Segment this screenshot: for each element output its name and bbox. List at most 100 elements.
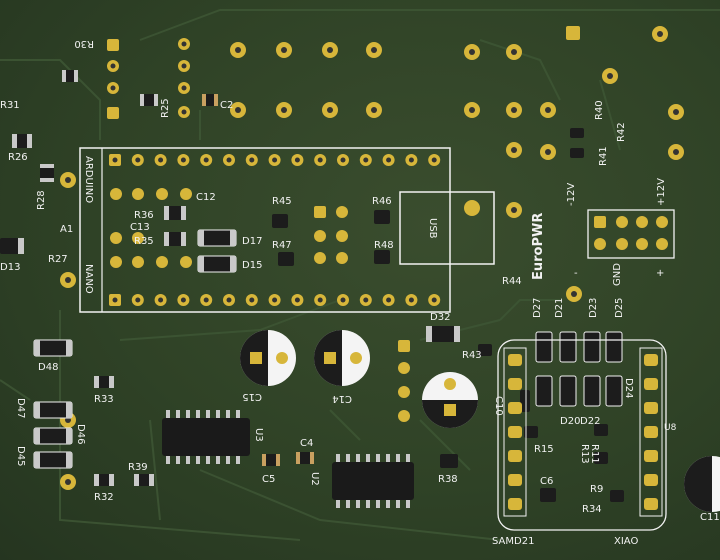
label-r41: R41 [598, 146, 609, 166]
label-d24: D24 [623, 378, 634, 398]
label-r33: R33 [94, 394, 114, 405]
center-right-parts [398, 326, 492, 468]
label-usb: USB [427, 218, 438, 239]
header-pin-hole [363, 297, 369, 303]
header-pin-hole [112, 297, 118, 303]
header-pin-hole [180, 157, 186, 163]
label-c10: C10 [493, 396, 504, 416]
label-r25: R25 [160, 98, 171, 118]
header-pin-hole [112, 157, 118, 163]
label-r13: R13 [579, 444, 590, 464]
label-d32: D32 [430, 312, 450, 323]
label-samd21: SAMD21 [492, 536, 534, 547]
arduino-nano-footprint [79, 147, 495, 313]
label-c2: C2 [220, 100, 233, 111]
label-arduino: ARDUINO [83, 156, 94, 203]
header-pin-hole [272, 157, 278, 163]
header-pin-hole [386, 157, 392, 163]
smd-parts-left [0, 70, 218, 254]
label-r26: R26 [8, 152, 28, 163]
label-plus12v: +12V [656, 178, 667, 206]
label-d27: D27 [532, 298, 543, 318]
header-pin-hole [272, 297, 278, 303]
label-r47: R47 [272, 240, 292, 251]
diodes-left [33, 339, 154, 486]
label-minus: - [574, 268, 578, 279]
header-pin-hole [158, 297, 164, 303]
xiao-module [497, 339, 667, 531]
label-gnd: GND [612, 263, 623, 286]
label-r27: R27 [48, 254, 68, 265]
arduino-header-top [109, 154, 441, 166]
europwr-header [570, 128, 675, 259]
header-pin-hole [294, 297, 300, 303]
label-d46: D46 [75, 424, 86, 444]
label-r36: R36 [134, 210, 154, 221]
header-pin-hole [203, 297, 209, 303]
label-r28: R28 [36, 190, 47, 210]
electrolytic-caps [240, 330, 720, 512]
header-pin-hole [226, 157, 232, 163]
label-c6: C6 [540, 476, 553, 487]
label-c12: C12 [196, 192, 216, 203]
header-pin-hole [431, 297, 437, 303]
through-hole-pads-top [60, 42, 684, 490]
label-r31: R31 [0, 100, 20, 111]
label-u2: U2 [309, 472, 320, 486]
label-d47: D47 [15, 398, 26, 418]
label-r32: R32 [94, 492, 114, 503]
label-nano: NANO [83, 264, 94, 294]
label-r43: R43 [462, 350, 482, 361]
header-pin-hole [135, 157, 141, 163]
label-d21: D21 [554, 298, 565, 318]
header-pin-hole [363, 157, 369, 163]
label-r35: R35 [134, 236, 154, 247]
label-c11: C11 [700, 512, 720, 523]
header-pin-hole [135, 297, 141, 303]
header-pin-hole [431, 157, 437, 163]
label-d22: D22 [580, 416, 600, 427]
header-pin-hole [408, 157, 414, 163]
copper-traces [0, 9, 720, 541]
smd-parts-arduino [110, 188, 480, 273]
label-d15: D15 [242, 260, 262, 271]
label-d25: D25 [614, 298, 625, 318]
header-pin-hole [249, 297, 255, 303]
label-plus: + [656, 268, 664, 279]
label-r11: R11 [589, 444, 600, 464]
label-r46: R46 [372, 196, 392, 207]
header-pin-hole [340, 157, 346, 163]
label-r45: R45 [272, 196, 292, 207]
label-r38: R38 [438, 474, 458, 485]
label-a1: A1 [60, 224, 73, 235]
header-pin-hole [249, 157, 255, 163]
ic-u3 [162, 410, 250, 464]
label-r39: R39 [128, 462, 148, 473]
label-c15: C15 [242, 391, 262, 402]
arduino-header-bottom [109, 294, 441, 306]
header-pin-hole [386, 297, 392, 303]
label-europwr: EuroPWR [531, 213, 546, 280]
label-c5: C5 [262, 474, 275, 485]
label-r34: R34 [582, 504, 602, 515]
label-r9: R9 [590, 484, 603, 495]
label-r44: R44 [502, 276, 522, 287]
label-minus12v: -12V [566, 183, 577, 206]
silkscreen-labels: R30 R31 R26 R28 A1 R27 D13 R25 C2 ARDUIN… [0, 38, 720, 547]
label-c14: C14 [332, 393, 352, 404]
header-pin-hole [226, 297, 232, 303]
label-r30: R30 [74, 38, 94, 49]
label-c13: C13 [130, 222, 150, 233]
label-r15: R15 [534, 444, 554, 455]
label-u8: U8 [664, 423, 677, 433]
label-r48: R48 [374, 240, 394, 251]
header-pin-hole [408, 297, 414, 303]
label-r40: R40 [594, 100, 605, 120]
label-d17: D17 [242, 236, 262, 247]
label-d48: D48 [38, 362, 58, 373]
pads-column-left [107, 38, 190, 119]
header-pin-hole [158, 157, 164, 163]
header-pin-hole [294, 157, 300, 163]
